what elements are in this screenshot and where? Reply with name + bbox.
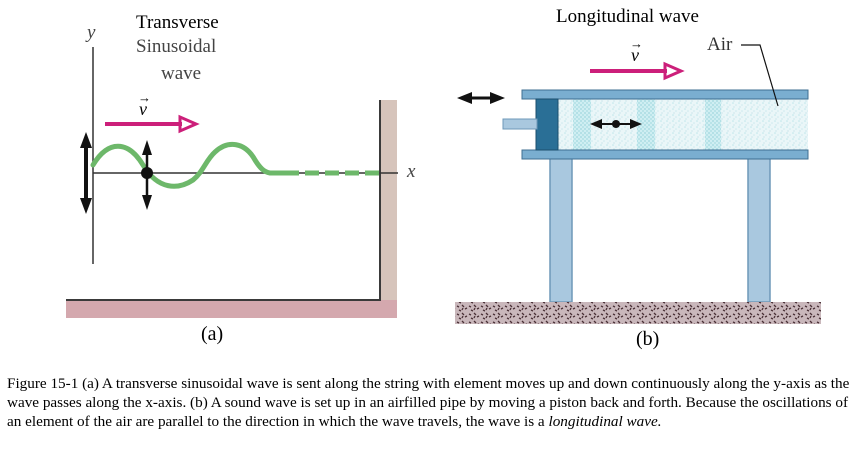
vector-arrow-a: → — [138, 90, 151, 105]
y-axis-label: y — [87, 22, 96, 43]
ground — [455, 302, 821, 324]
velocity-label-a-text: v — [139, 99, 147, 119]
panel-a — [66, 47, 398, 318]
velocity-arrow-a — [105, 114, 200, 134]
string-element-dot — [141, 167, 153, 179]
velocity-label-b: →v — [630, 36, 643, 66]
air-compression-1 — [573, 98, 591, 150]
air-compression-3 — [705, 98, 721, 150]
panel-b-title: Longitudinal wave — [556, 6, 699, 27]
velocity-arrow-b — [590, 61, 685, 81]
pipe-bottom-wall — [521, 149, 809, 160]
piston-oscillation-arrow — [457, 92, 505, 104]
left-leg — [549, 157, 573, 303]
piston — [535, 98, 559, 151]
x-axis-label: x — [407, 161, 416, 182]
air-label: Air — [707, 34, 733, 55]
string-end-oscillation-arrow — [80, 132, 92, 214]
panel-a-title-line1: Transverse — [136, 12, 219, 33]
velocity-label-a: →v — [138, 90, 151, 120]
panel-b — [455, 44, 821, 324]
air-leader-line — [741, 44, 779, 107]
figure-diagram — [66, 44, 821, 324]
pipe-top-wall — [521, 89, 809, 100]
caption-emphasis: longitudinal wave. — [548, 413, 662, 430]
vector-arrow-b: → — [630, 36, 643, 51]
right-leg — [747, 157, 771, 303]
figure-caption: Figure 15-1 (a) A transverse sinusoidal … — [7, 374, 859, 431]
floor — [66, 300, 397, 318]
air-element-oscillation-arrow — [590, 119, 642, 129]
velocity-label-b-text: v — [631, 45, 639, 65]
air-element-dot — [612, 120, 620, 128]
piston-rod — [502, 118, 538, 130]
panel-a-title-line3: wave — [161, 63, 202, 84]
panel-b-label: (b) — [636, 328, 660, 350]
air-compression-2 — [637, 98, 655, 150]
panel-a-label: (a) — [201, 323, 224, 345]
transverse-wave-curve — [90, 142, 288, 189]
wall — [380, 100, 397, 300]
caption-text: Figure 15-1 (a) A transverse sinusoidal … — [7, 375, 850, 430]
panel-a-title-line2: Sinusoidal — [136, 36, 217, 57]
